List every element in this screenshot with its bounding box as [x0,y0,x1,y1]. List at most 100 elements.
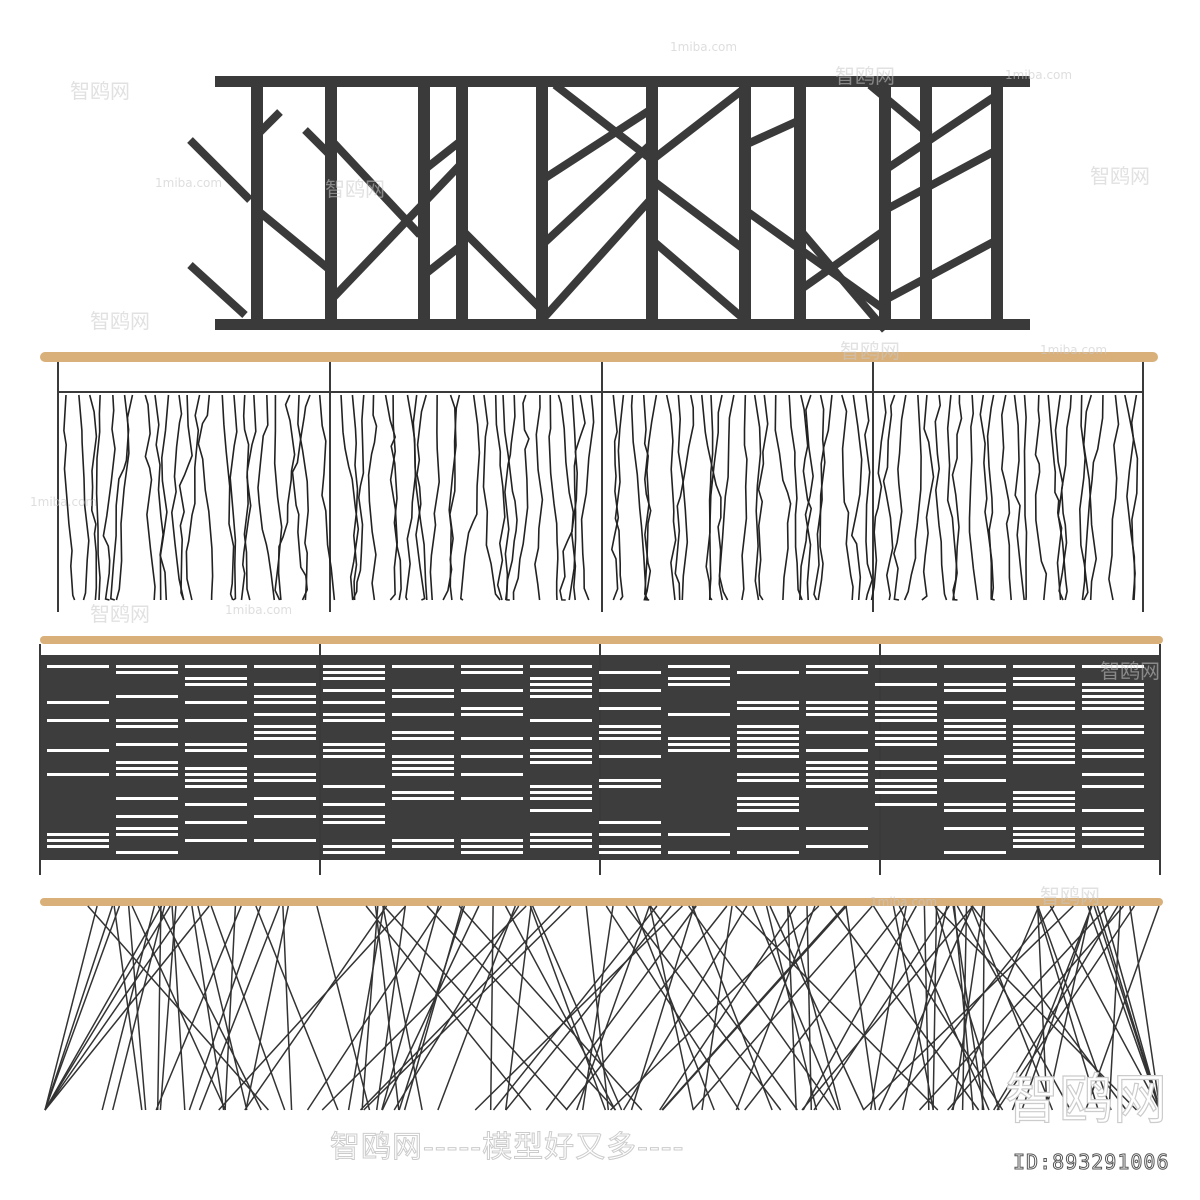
diagonal-rod [869,905,907,1111]
wavy-bar [429,394,441,601]
watermark-site: 1miba.com [30,495,98,509]
branch-bar [539,142,653,248]
perforation-slot [1013,791,1075,794]
perforation-slot [806,671,868,674]
perforation-slot [944,737,1006,740]
branch-bar [743,116,802,149]
branch-bar [254,206,333,274]
wavy-bar [102,394,116,601]
perforation-slot [668,737,730,740]
wavy-bar [643,394,658,601]
wavy-bar [318,394,336,601]
wavy-bar [921,394,935,601]
perforation-slot [116,743,178,746]
wavy-bar [674,394,695,601]
perforation-slot [323,677,385,680]
perforation-slot [737,701,799,704]
diagonal-rod [801,905,974,1111]
wavy-bar [1054,394,1064,601]
diagonal-rod [474,905,683,1111]
perforation-slot [323,803,385,806]
vertical-bar [920,86,932,320]
branch-bar [539,106,653,184]
perforation-slot [530,749,592,752]
perforation-slot [875,713,937,716]
perforation-slot [737,731,799,734]
diagonal-rod [197,905,248,1111]
perforation-slot [806,773,868,776]
diagonal-rod [245,905,290,1111]
perforation-slot [875,791,937,794]
perforation-slot [1082,707,1144,710]
perforation-slot [1013,827,1075,830]
wooden-handrail [40,898,1163,906]
watermark-site: 1miba.com [670,40,738,54]
perforation-slot [323,845,385,848]
wavy-bar [1023,394,1028,601]
perforation-slot [599,755,661,758]
perforation-slot [323,713,385,716]
perforation-slot [323,743,385,746]
diagonal-rod [845,905,877,1111]
perforation-slot [116,725,178,728]
perforation-slot [254,839,316,842]
perforation-slot [1082,665,1144,668]
perforation-slot [1082,695,1144,698]
diagonal-rod [898,905,990,1111]
perforation-slot [875,737,937,740]
perforation-slot [185,779,247,782]
diagonal-rod [806,905,813,1111]
perforation-slot [254,797,316,800]
perforation-slot [461,707,523,710]
perforation-slot [461,845,523,848]
perforation-slot [806,767,868,770]
perforation-slot [1013,665,1075,668]
diagonal-rod [306,905,443,1111]
perforation-slot [530,797,592,800]
wavy-bar [665,394,677,601]
branch-bar [421,241,465,279]
vertical-bar [794,86,806,320]
diagonal-rod [44,905,189,1111]
diagonal-rod [701,905,733,1111]
wavy-bar [557,394,575,601]
wavy-bar [788,394,803,601]
perforation-slot [116,767,178,770]
diagonal-rod [585,905,610,1111]
perforation-slot [392,713,454,716]
branch-bar [421,136,465,174]
perforation-slot [323,719,385,722]
watermark-brand: 智鸥网 [840,339,900,363]
wavy-bar [705,394,714,601]
perforation-slot [185,785,247,788]
perforation-slot [185,821,247,824]
perforation-slot [185,839,247,842]
perforation-slot [185,701,247,704]
diagonal-rod [659,905,797,1111]
wavy-bar [774,394,792,601]
diagonal-rod [649,905,798,1111]
perforation-slot [185,665,247,668]
perforation-slot [461,755,523,758]
diagonal-rod [993,905,1119,1111]
wavy-bar [817,394,833,601]
perforation-slot [875,779,937,782]
wavy-bar [159,394,170,601]
perforation-slot [116,695,178,698]
perforation-slot [944,701,1006,704]
perforation-slot [875,665,937,668]
perforation-slot [1082,731,1144,734]
watermark-site: 1miba.com [870,895,938,909]
diagonal-rod [365,905,532,1111]
wavy-bar [144,394,156,601]
wavy-bar [946,394,958,601]
diagonal-rod [878,905,974,1111]
perforation-slot [944,779,1006,782]
perforation-slot [461,737,523,740]
perforation-slot [1082,701,1144,704]
diagonal-rod [902,905,948,1111]
perforation-slot [875,707,937,710]
perforation-slot [875,803,937,806]
wavy-bar [115,394,134,601]
perforation-slot [392,839,454,842]
